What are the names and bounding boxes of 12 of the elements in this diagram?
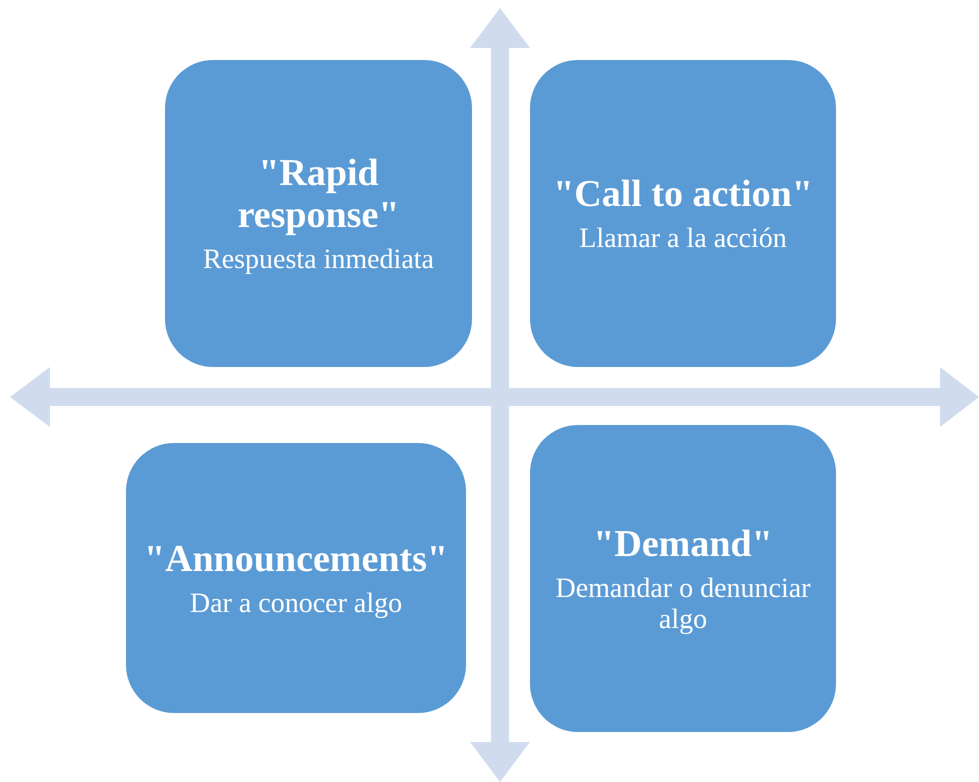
quadrant-title: "Call to action" xyxy=(553,173,813,215)
quadrant-description: Dar a conocer algo xyxy=(190,588,402,618)
quadrant-box xyxy=(165,60,472,367)
quadrant-title: "Announcements" xyxy=(144,538,448,580)
quadrant-description: Demandar o denunciar algo xyxy=(554,572,812,634)
quadrant-title: "Rapid response" xyxy=(236,152,400,236)
quadrant-box xyxy=(530,60,836,367)
quadrant-description: Respuesta inmediata xyxy=(203,244,434,275)
quadrant-box xyxy=(530,425,836,732)
quadrant-description: Llamar a la acción xyxy=(579,223,787,254)
quadrant-box xyxy=(126,443,466,713)
quadrant-title: "Demand" xyxy=(593,522,773,564)
